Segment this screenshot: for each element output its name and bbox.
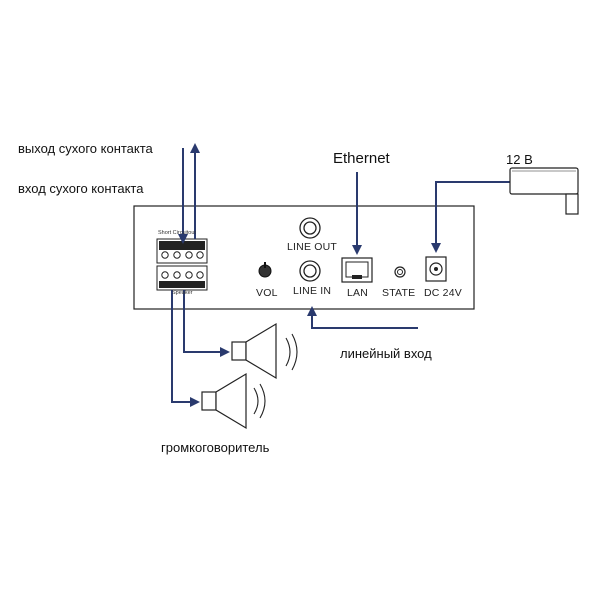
power-line bbox=[431, 181, 510, 253]
loudspeaker-icon-upper bbox=[231, 322, 298, 380]
label-dc-24v: DC 24V bbox=[424, 287, 462, 299]
terminal-block-short-circuit bbox=[156, 238, 208, 264]
label-loudspeaker: громкоговоритель bbox=[161, 440, 270, 455]
label-vol: VOL bbox=[256, 287, 278, 299]
speaker-line-upper bbox=[183, 290, 230, 357]
state-led bbox=[394, 266, 406, 278]
terminal-block-speaker bbox=[156, 265, 208, 291]
label-line-in: LINE IN bbox=[293, 285, 332, 297]
label-speaker-terminal: Speaker bbox=[172, 290, 193, 296]
label-line-input: линейный вход bbox=[340, 346, 432, 361]
lan-port bbox=[341, 257, 373, 283]
dc-jack bbox=[425, 256, 447, 282]
label-power-supply: 12 В bbox=[506, 152, 533, 167]
label-state: STATE bbox=[382, 287, 416, 299]
label-dry-contact-input: вход сухого контакта bbox=[18, 181, 144, 196]
line-in-jack bbox=[299, 260, 321, 282]
power-adapter-icon bbox=[509, 167, 579, 215]
loudspeaker-icon-lower bbox=[201, 372, 266, 430]
label-lan: LAN bbox=[347, 287, 369, 299]
speaker-line-lower bbox=[171, 290, 200, 407]
line-out-jack bbox=[299, 217, 321, 239]
label-dry-contact-output: выход сухого контакта bbox=[18, 141, 153, 156]
label-line-out: LINE OUT bbox=[287, 241, 338, 253]
vol-knob bbox=[258, 262, 272, 278]
label-short-circuit: Short Circuitout bbox=[158, 230, 196, 236]
label-ethernet: Ethernet bbox=[333, 150, 390, 167]
line-input-arrow bbox=[307, 306, 418, 329]
